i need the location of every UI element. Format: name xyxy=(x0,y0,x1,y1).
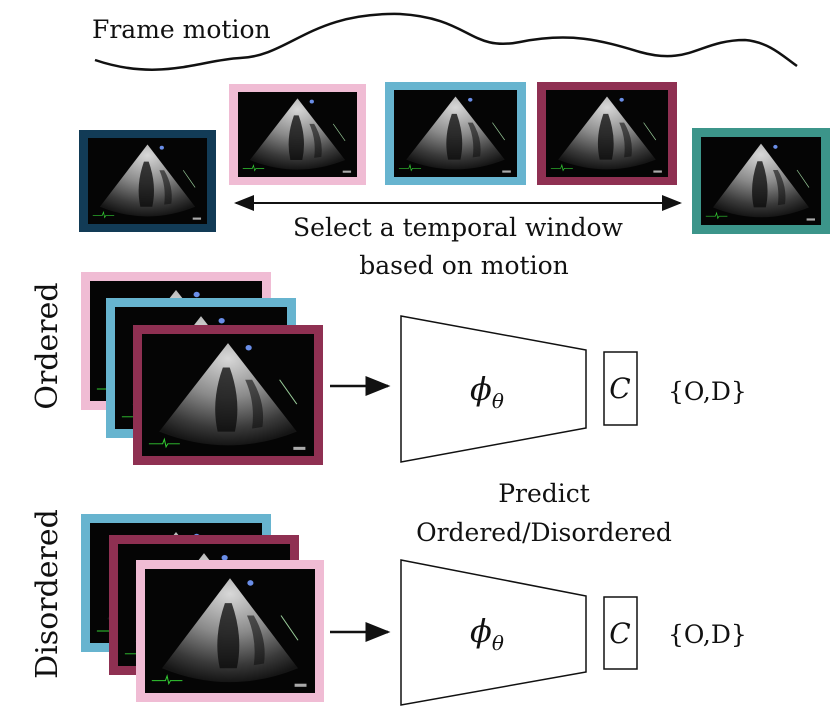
disordered-output-label: {O,D} xyxy=(668,620,747,649)
disordered-label: Disordered xyxy=(30,509,65,679)
top-frame-1 xyxy=(79,130,216,232)
ordered-label: Ordered xyxy=(30,282,65,409)
ordered-encoder-label: ϕθ xyxy=(470,370,504,413)
ordered-classifier-box xyxy=(603,351,638,426)
predict-caption-line1: Predict xyxy=(498,479,590,508)
disordered-stack xyxy=(81,514,324,702)
disordered-encoder-block xyxy=(400,559,587,706)
disordered-encoder-label: ϕθ xyxy=(470,612,504,655)
motion-curve xyxy=(94,12,798,71)
ordered-classifier-label: C xyxy=(609,372,630,405)
top-frame-2 xyxy=(229,84,366,185)
top-frame-5 xyxy=(692,128,830,234)
frame-motion-title: Frame motion xyxy=(92,15,271,44)
disordered-classifier-label: C xyxy=(609,617,630,650)
ordered-encoder-block xyxy=(400,315,587,463)
ordered-stack xyxy=(81,272,323,465)
select-caption-line1: Select a temporal window xyxy=(293,213,624,242)
disordered-classifier-box xyxy=(603,596,638,670)
select-caption-line2: based on motion xyxy=(359,251,569,280)
ordered-output-label: {O,D} xyxy=(668,377,747,406)
top-frame-3 xyxy=(385,82,526,185)
predict-caption-line2: Ordered/Disordered xyxy=(416,518,672,547)
top-frame-4 xyxy=(537,82,677,185)
